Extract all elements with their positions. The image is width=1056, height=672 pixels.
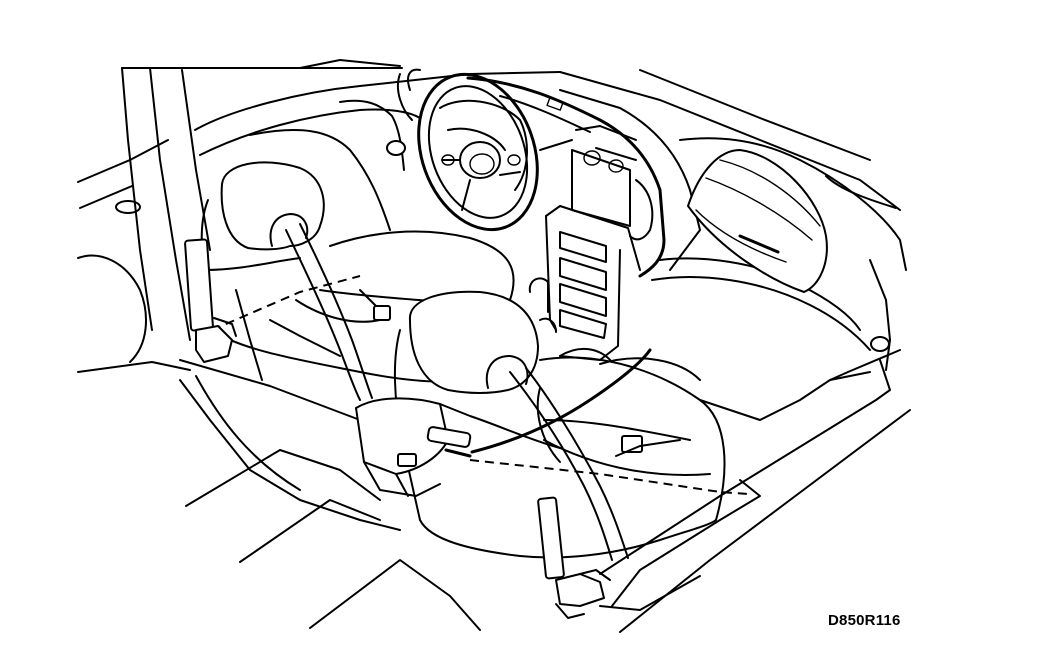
floor-and-sill (179, 319, 911, 633)
driver-seatbelt (184, 223, 381, 401)
left-door-panel (77, 139, 191, 373)
vent-knob-right (870, 336, 890, 352)
figure-reference-code: D850R116 (828, 612, 901, 629)
passenger-airbag-module (687, 149, 828, 293)
dashboard (194, 69, 907, 371)
passenger-seatbelt (509, 367, 629, 619)
a-pillar (121, 59, 403, 341)
driver-seat-anchor (373, 305, 391, 321)
driver-seat (179, 161, 515, 421)
passenger-headrest (408, 290, 539, 394)
driver-belt-retractor (184, 238, 214, 332)
seatbelt-buckle-assembly (355, 397, 561, 497)
passenger-belt-retractor (537, 496, 565, 580)
instrument-cluster (466, 76, 666, 278)
driver-headrest (220, 161, 325, 251)
center-console (528, 205, 641, 361)
steering-wheel (396, 68, 539, 232)
door-handle (115, 200, 141, 214)
vent-knob-left (386, 140, 406, 156)
passenger-seat (393, 290, 749, 559)
steering-airbag-module (459, 141, 501, 179)
